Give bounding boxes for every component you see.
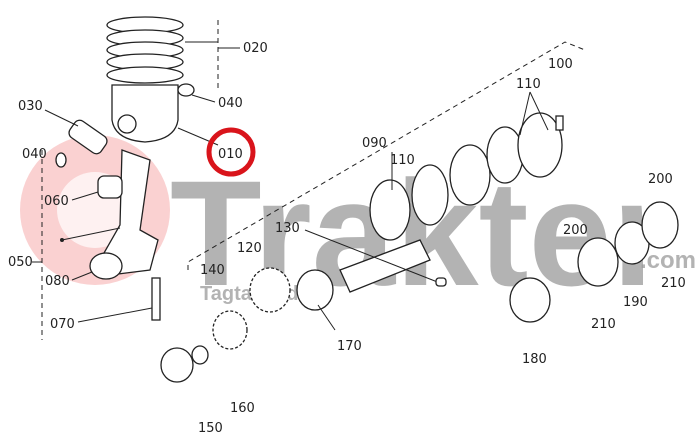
- label-210-left[interactable]: 210: [591, 317, 616, 332]
- label-140[interactable]: 140: [200, 263, 225, 278]
- bearing-180: [509, 277, 551, 323]
- label-090[interactable]: 090: [362, 136, 387, 151]
- label-210-right[interactable]: 210: [661, 276, 686, 291]
- label-200-left[interactable]: 200: [563, 223, 588, 238]
- label-040-left[interactable]: 040: [22, 147, 47, 162]
- label-050[interactable]: 050: [8, 255, 33, 270]
- watermark-suffix: .com: [640, 247, 696, 274]
- oring-160: [191, 345, 209, 365]
- label-030[interactable]: 030: [18, 99, 43, 114]
- collar-150: [160, 347, 194, 383]
- label-110-lower[interactable]: 110: [390, 153, 415, 168]
- label-160[interactable]: 160: [230, 401, 255, 416]
- label-150[interactable]: 150: [198, 421, 223, 436]
- rod-bearing: [89, 252, 123, 280]
- rod-bolt: [151, 277, 161, 321]
- label-020[interactable]: 020: [243, 41, 268, 56]
- highlight-ring: [206, 127, 256, 177]
- label-180[interactable]: 180: [522, 352, 547, 367]
- piston: [106, 16, 240, 143]
- circlip-left: [55, 152, 67, 168]
- crankshaft: [339, 112, 563, 293]
- key: [435, 277, 447, 287]
- label-060[interactable]: 060: [44, 194, 69, 209]
- label-070[interactable]: 070: [50, 317, 75, 332]
- label-200-right[interactable]: 200: [648, 172, 673, 187]
- label-110-upper[interactable]: 110: [516, 77, 541, 92]
- label-040-top[interactable]: 040: [218, 96, 243, 111]
- connecting-rod: [99, 149, 159, 276]
- gear-140: [212, 310, 248, 350]
- small-end-bushing: [97, 175, 123, 199]
- gear-120: [249, 267, 291, 313]
- label-100[interactable]: 100: [548, 57, 573, 72]
- piston-pin: [68, 119, 108, 155]
- label-190[interactable]: 190: [623, 295, 648, 310]
- ring-200b: [641, 201, 679, 249]
- label-130[interactable]: 130: [275, 221, 300, 236]
- ring-200a: [577, 237, 619, 287]
- label-170[interactable]: 170: [337, 339, 362, 354]
- bearing-170: [296, 269, 334, 311]
- label-120[interactable]: 120: [237, 241, 262, 256]
- label-010[interactable]: 010: [218, 147, 243, 162]
- label-080[interactable]: 080: [45, 274, 70, 289]
- circlip-top: [177, 83, 195, 97]
- plug: [555, 115, 564, 131]
